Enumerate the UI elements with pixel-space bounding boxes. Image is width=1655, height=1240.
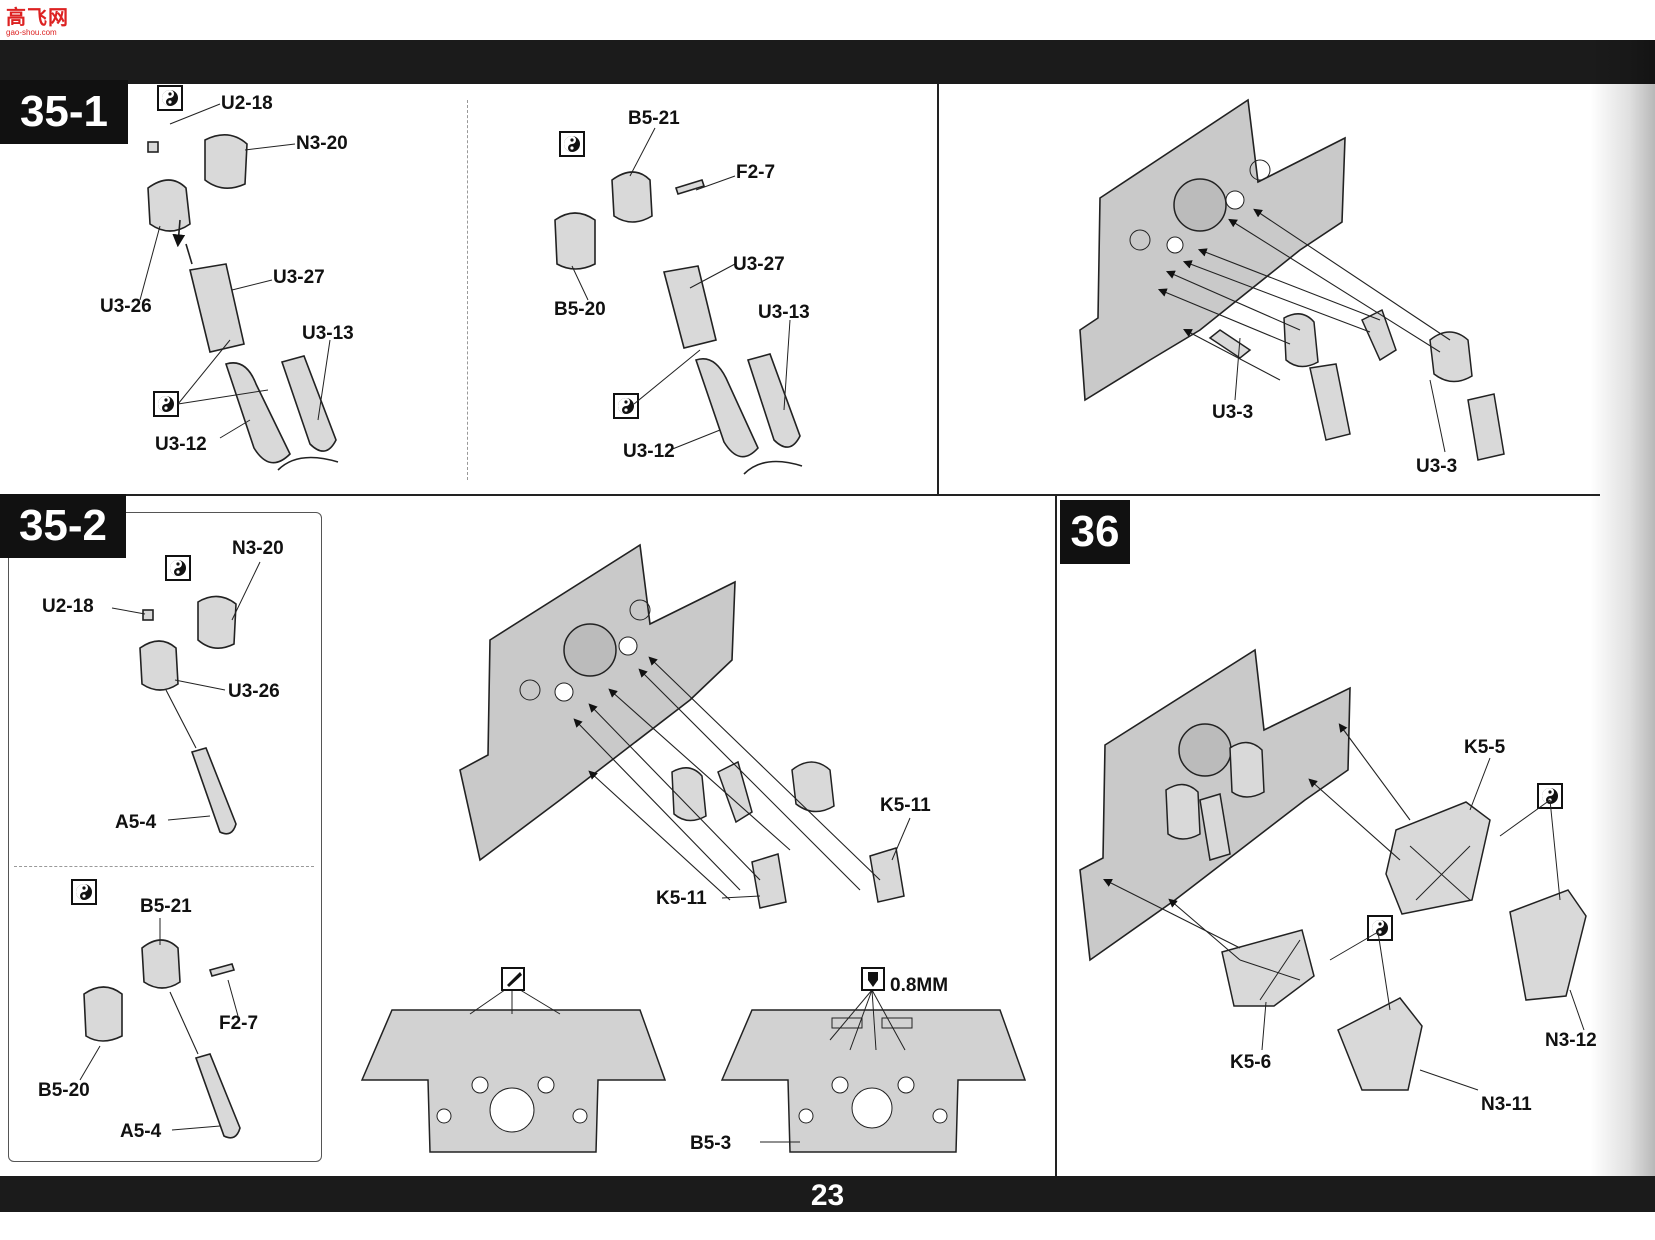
label-u3-3: U3-3 bbox=[1416, 456, 1458, 477]
divider-horizontal-main bbox=[0, 494, 1600, 496]
leader-lines-35-1-mid bbox=[571, 127, 791, 451]
label-a5-4: A5-4 bbox=[120, 1121, 162, 1142]
flat-plate-left bbox=[360, 984, 667, 1153]
cut-icon bbox=[501, 967, 525, 991]
label-b5-20: B5-20 bbox=[38, 1080, 90, 1101]
divider-vertical-top bbox=[937, 84, 939, 494]
label-b5-21: B5-21 bbox=[628, 108, 680, 129]
label-u2-18: U2-18 bbox=[221, 93, 273, 114]
label-u3-12: U3-12 bbox=[155, 434, 207, 455]
step-35-2-plate-drawing bbox=[459, 543, 905, 909]
label-u3-27: U3-27 bbox=[273, 267, 325, 288]
label-n3-11: N3-11 bbox=[1481, 1094, 1532, 1115]
top-black-band bbox=[0, 40, 1655, 84]
bottom-black-band bbox=[0, 1176, 1655, 1212]
leader-lines-35-2-top bbox=[111, 561, 261, 821]
bottom-margin bbox=[0, 1212, 1655, 1240]
label-u2-18: U2-18 bbox=[42, 596, 94, 617]
step-35-2-bottom-drawing bbox=[83, 939, 241, 1139]
label-u3-26: U3-26 bbox=[228, 681, 280, 702]
label-f2-7: F2-7 bbox=[736, 162, 776, 183]
site-watermark-logo: 高飞网 gao-shou.com bbox=[6, 8, 76, 40]
step-36-drawing bbox=[1079, 648, 1587, 1091]
glue-icon bbox=[613, 393, 639, 419]
logo-main-text: 高飞网 bbox=[6, 7, 69, 29]
step-35-1-mid-drawing bbox=[554, 171, 803, 475]
top-margin: 高飞网 gao-shou.com bbox=[0, 0, 1655, 40]
label-u3-3: U3-3 bbox=[1212, 402, 1254, 423]
glue-icon bbox=[157, 85, 183, 111]
glue-icon bbox=[165, 555, 191, 581]
label-u3-12: U3-12 bbox=[623, 441, 675, 462]
label-u3-13: U3-13 bbox=[758, 302, 810, 323]
label-k5-6: K5-6 bbox=[1230, 1052, 1272, 1073]
dashed-separator-35-1 bbox=[467, 100, 468, 480]
step-badge-35-1: 35-1 bbox=[0, 80, 128, 144]
label-b5-21: B5-21 bbox=[140, 896, 192, 917]
label-b5-20: B5-20 bbox=[554, 299, 606, 320]
leader-lines-36 bbox=[1261, 757, 1585, 1091]
glue-icon bbox=[559, 131, 585, 157]
divider-vertical-bottom bbox=[1055, 496, 1057, 1176]
glue-icon bbox=[1367, 915, 1393, 941]
leader-lines-35-2-plate bbox=[721, 817, 911, 899]
label-k5-5: K5-5 bbox=[1464, 737, 1506, 758]
drill-icon bbox=[861, 967, 885, 991]
flat-plate-right bbox=[720, 989, 1027, 1153]
label-b5-3: B5-3 bbox=[690, 1133, 732, 1154]
glue-icon bbox=[153, 391, 179, 417]
step-35-1-left-drawing bbox=[147, 134, 339, 471]
label-u3-27: U3-27 bbox=[733, 254, 785, 275]
page-curl-shadow bbox=[1590, 40, 1655, 1176]
label-u3-13: U3-13 bbox=[302, 323, 354, 344]
page-number: 23 bbox=[810, 1179, 845, 1212]
label-n3-20: N3-20 bbox=[296, 133, 348, 154]
label-n3-20: N3-20 bbox=[232, 538, 284, 559]
label-k5-11: K5-11 bbox=[656, 888, 707, 909]
label-f2-7: F2-7 bbox=[219, 1013, 259, 1034]
leader-lines-35-1 bbox=[139, 103, 331, 439]
label-0-8mm: 0.8MM bbox=[890, 975, 949, 996]
label-u3-26: U3-26 bbox=[100, 296, 152, 317]
leader-lines-35-1-plate bbox=[1234, 337, 1446, 453]
glue-icon bbox=[71, 879, 97, 905]
leader-lines-35-2-bottom bbox=[79, 918, 239, 1131]
label-k5-11: K5-11 bbox=[880, 795, 931, 816]
step-badge-36: 36 bbox=[1060, 500, 1130, 564]
step-35-2-frame bbox=[8, 512, 322, 1162]
dashed-separator-35-2 bbox=[14, 866, 314, 867]
step-35-1-plate-drawing bbox=[1079, 98, 1505, 461]
step-badge-35-2: 35-2 bbox=[0, 494, 126, 558]
label-n3-12: N3-12 bbox=[1545, 1030, 1597, 1051]
label-a5-4: A5-4 bbox=[115, 812, 157, 833]
step-35-2-top-drawing bbox=[139, 595, 237, 835]
logo-sub-text: gao-shou.com bbox=[6, 28, 57, 37]
